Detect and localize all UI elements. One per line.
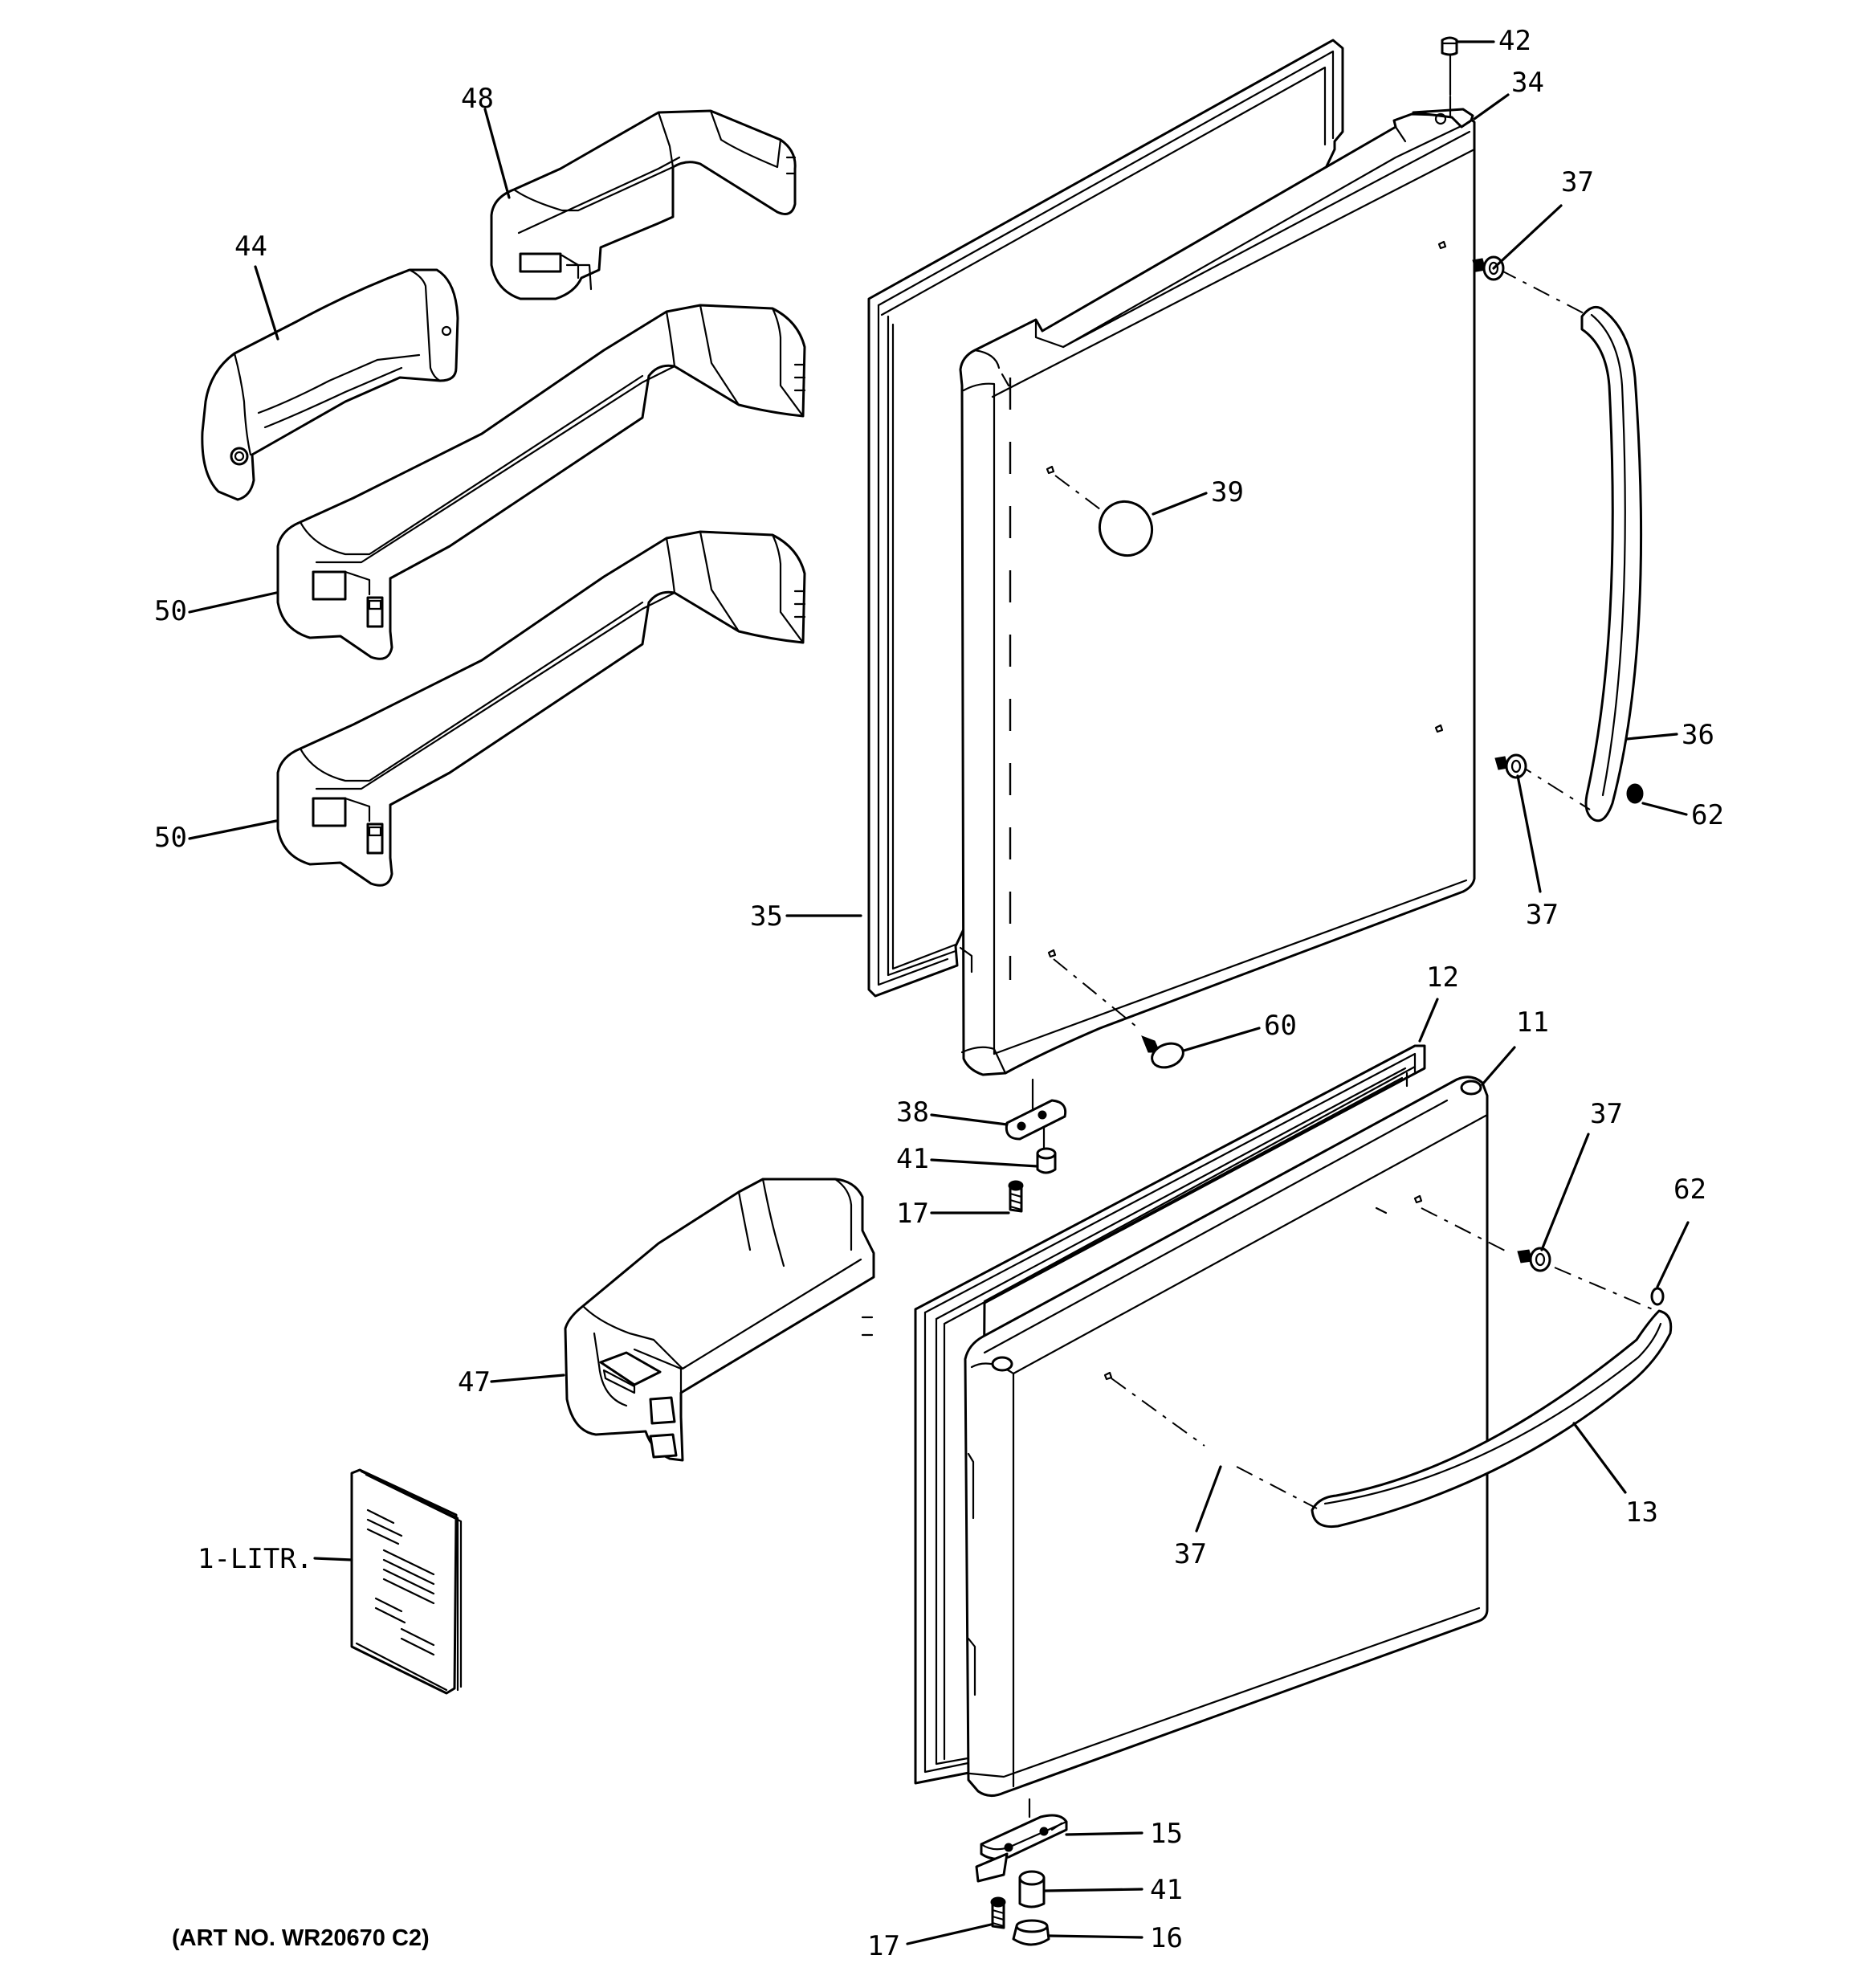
bushing-41-bottom — [1018, 1870, 1046, 1908]
callout-41-top: 41 — [896, 1143, 929, 1175]
callout-47: 47 — [458, 1366, 491, 1398]
fresh-food-door-34 — [959, 95, 1476, 1076]
callout-labels: 42 34 48 37 44 39 50 36 62 50 37 35 12 1… — [154, 25, 1724, 1962]
callout-34: 34 — [1511, 67, 1544, 99]
fresh-food-handle-36 — [1499, 269, 1643, 823]
screw-37-c — [1517, 1247, 1551, 1272]
freezer-door-11 — [964, 1065, 1489, 1797]
callout-50-top: 50 — [154, 595, 187, 627]
cap-16 — [1012, 1919, 1050, 1946]
callout-17-bottom: 17 — [867, 1930, 900, 1962]
callout-37-top: 37 — [1561, 166, 1594, 198]
hinge-plate-38 — [1005, 1078, 1067, 1155]
screw-17-bottom — [990, 1896, 1006, 1929]
door-shelf-50-top — [276, 304, 806, 660]
callout-50-bottom: 50 — [154, 822, 187, 854]
callout-11: 11 — [1516, 1006, 1549, 1039]
callout-39: 39 — [1211, 476, 1244, 508]
callout-16: 16 — [1150, 1922, 1183, 1954]
screw-37-b — [1494, 753, 1527, 779]
callout-35: 35 — [750, 900, 783, 933]
callout-15: 15 — [1150, 1818, 1183, 1850]
callout-62-right: 62 — [1673, 1174, 1706, 1206]
screw-cover-60 — [1053, 958, 1184, 1069]
plug-button-39 — [1054, 475, 1154, 557]
callout-37-mid: 37 — [1526, 899, 1559, 931]
bushing-41-top — [1036, 1147, 1057, 1174]
screw-37-a — [1472, 255, 1505, 281]
callout-60: 60 — [1264, 1010, 1297, 1042]
callout-37-right: 37 — [1590, 1098, 1623, 1130]
door-bin-47 — [564, 1178, 875, 1462]
callout-13: 13 — [1625, 1496, 1658, 1529]
hinge-cap-42 — [1441, 36, 1458, 96]
callout-38: 38 — [896, 1096, 929, 1129]
leader-lines — [188, 40, 1690, 1945]
freezer-handle-13 — [1111, 1207, 1673, 1529]
art-number: (ART NO. WR20670 C2) — [172, 1925, 430, 1951]
lower-hinge-15 — [975, 1798, 1068, 1883]
door-shelf-50-bottom — [276, 530, 806, 887]
callout-37-bottom: 37 — [1174, 1538, 1207, 1570]
door-bin-48 — [490, 109, 797, 300]
callout-41-bottom: 41 — [1150, 1874, 1183, 1906]
set-screw-62-right — [1650, 1287, 1665, 1306]
callout-12: 12 — [1426, 961, 1459, 994]
literature-booklet — [350, 1468, 463, 1695]
callout-62-top: 62 — [1691, 799, 1724, 831]
callout-36: 36 — [1682, 719, 1714, 751]
freezer-gasket-12 — [914, 1044, 1426, 1785]
callout-42: 42 — [1498, 25, 1531, 57]
callout-48: 48 — [461, 83, 494, 115]
callout-17-top: 17 — [896, 1198, 929, 1230]
dairy-compartment-44 — [201, 268, 459, 501]
callout-44: 44 — [234, 231, 267, 263]
screw-17-top — [1008, 1180, 1024, 1213]
callout-1-litr: 1-LITR. — [198, 1543, 312, 1575]
set-screw-62-top — [1626, 783, 1644, 804]
